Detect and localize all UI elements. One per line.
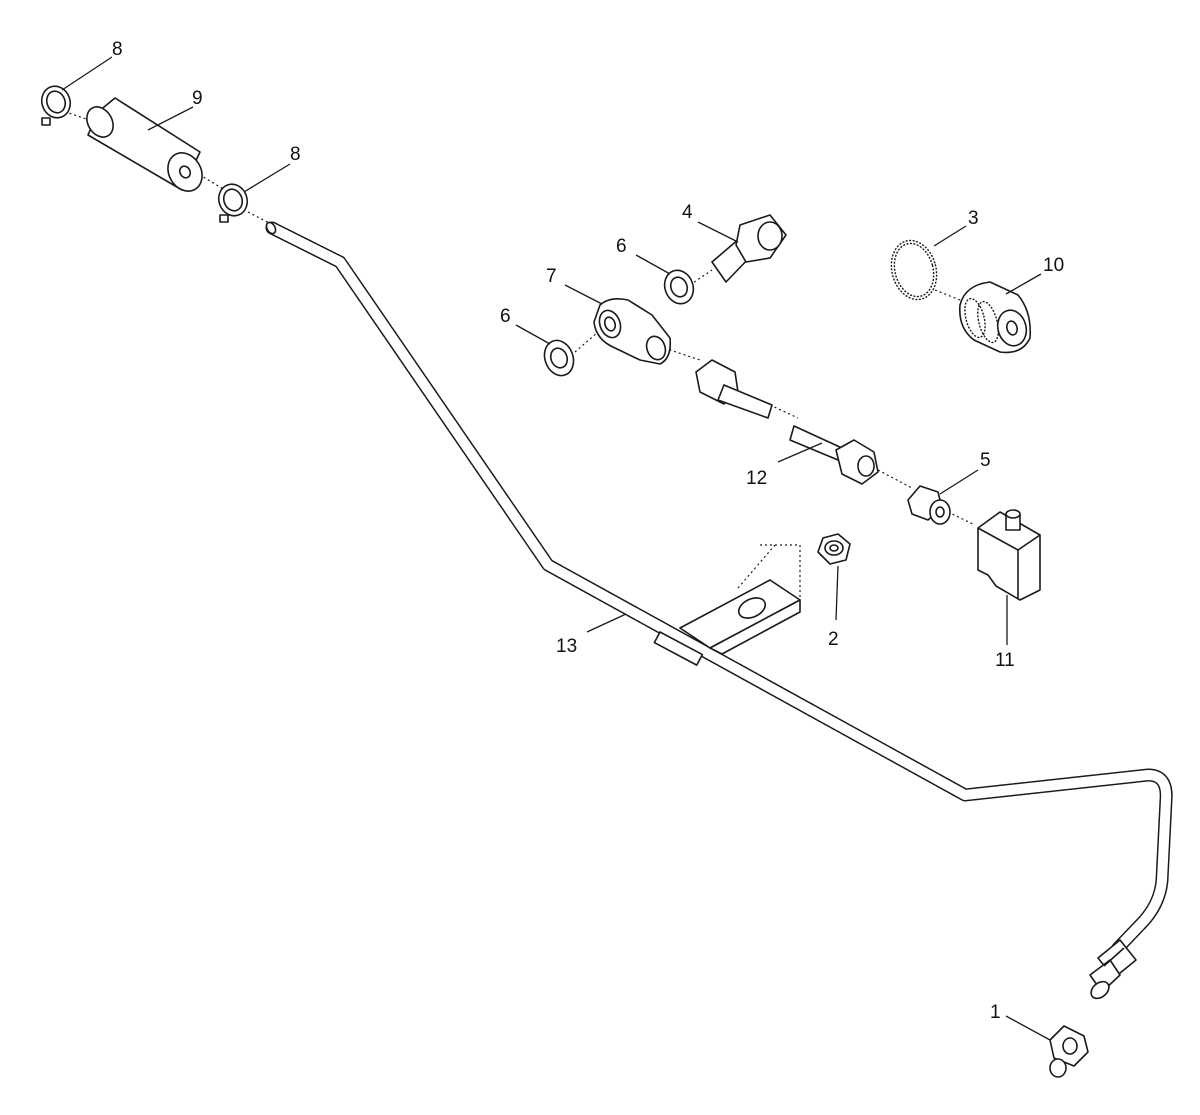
callout-13: 13 [556, 636, 577, 657]
callout-7: 7 [546, 266, 557, 287]
leader-lines [61, 56, 1051, 1041]
pipe-13 [265, 221, 1173, 1000]
fitting-1 [1049, 1025, 1089, 1078]
callout-labels: 1 2 3 4 5 6 6 7 8 8 9 10 11 12 13 [112, 39, 1064, 1023]
hose-clamp-8-top [40, 85, 72, 126]
hose-9 [86, 97, 203, 192]
callout-2: 2 [828, 629, 839, 650]
callout-1: 1 [990, 1002, 1001, 1023]
pipe-bracket [653, 579, 801, 666]
hose-clamp-8-bottom [217, 183, 249, 223]
callout-9: 9 [192, 88, 203, 109]
sensor-11 [977, 509, 1041, 601]
fitting-assembly-12 [695, 359, 879, 485]
banjo-bolt-4 [711, 214, 787, 283]
callout-6-upper: 6 [616, 236, 627, 257]
callout-5: 5 [980, 450, 991, 471]
pipe-end-fitting [1089, 939, 1137, 1000]
nut-2 [817, 533, 851, 565]
o-ring-3 [890, 239, 938, 301]
threaded-adapter-10 [958, 281, 1032, 354]
banjo-fitting-7 [593, 298, 672, 365]
callout-11: 11 [995, 650, 1015, 671]
sealing-washer-6-lower [543, 339, 575, 377]
callout-12: 12 [746, 468, 767, 489]
sealing-washer-6-upper [663, 269, 695, 305]
union-5 [907, 485, 951, 525]
callout-3: 3 [968, 208, 979, 229]
callout-6-lower: 6 [500, 306, 511, 327]
callout-10: 10 [1043, 255, 1064, 276]
callout-8-top: 8 [112, 39, 123, 60]
callout-8-bottom: 8 [290, 144, 301, 165]
callout-4: 4 [682, 202, 693, 223]
